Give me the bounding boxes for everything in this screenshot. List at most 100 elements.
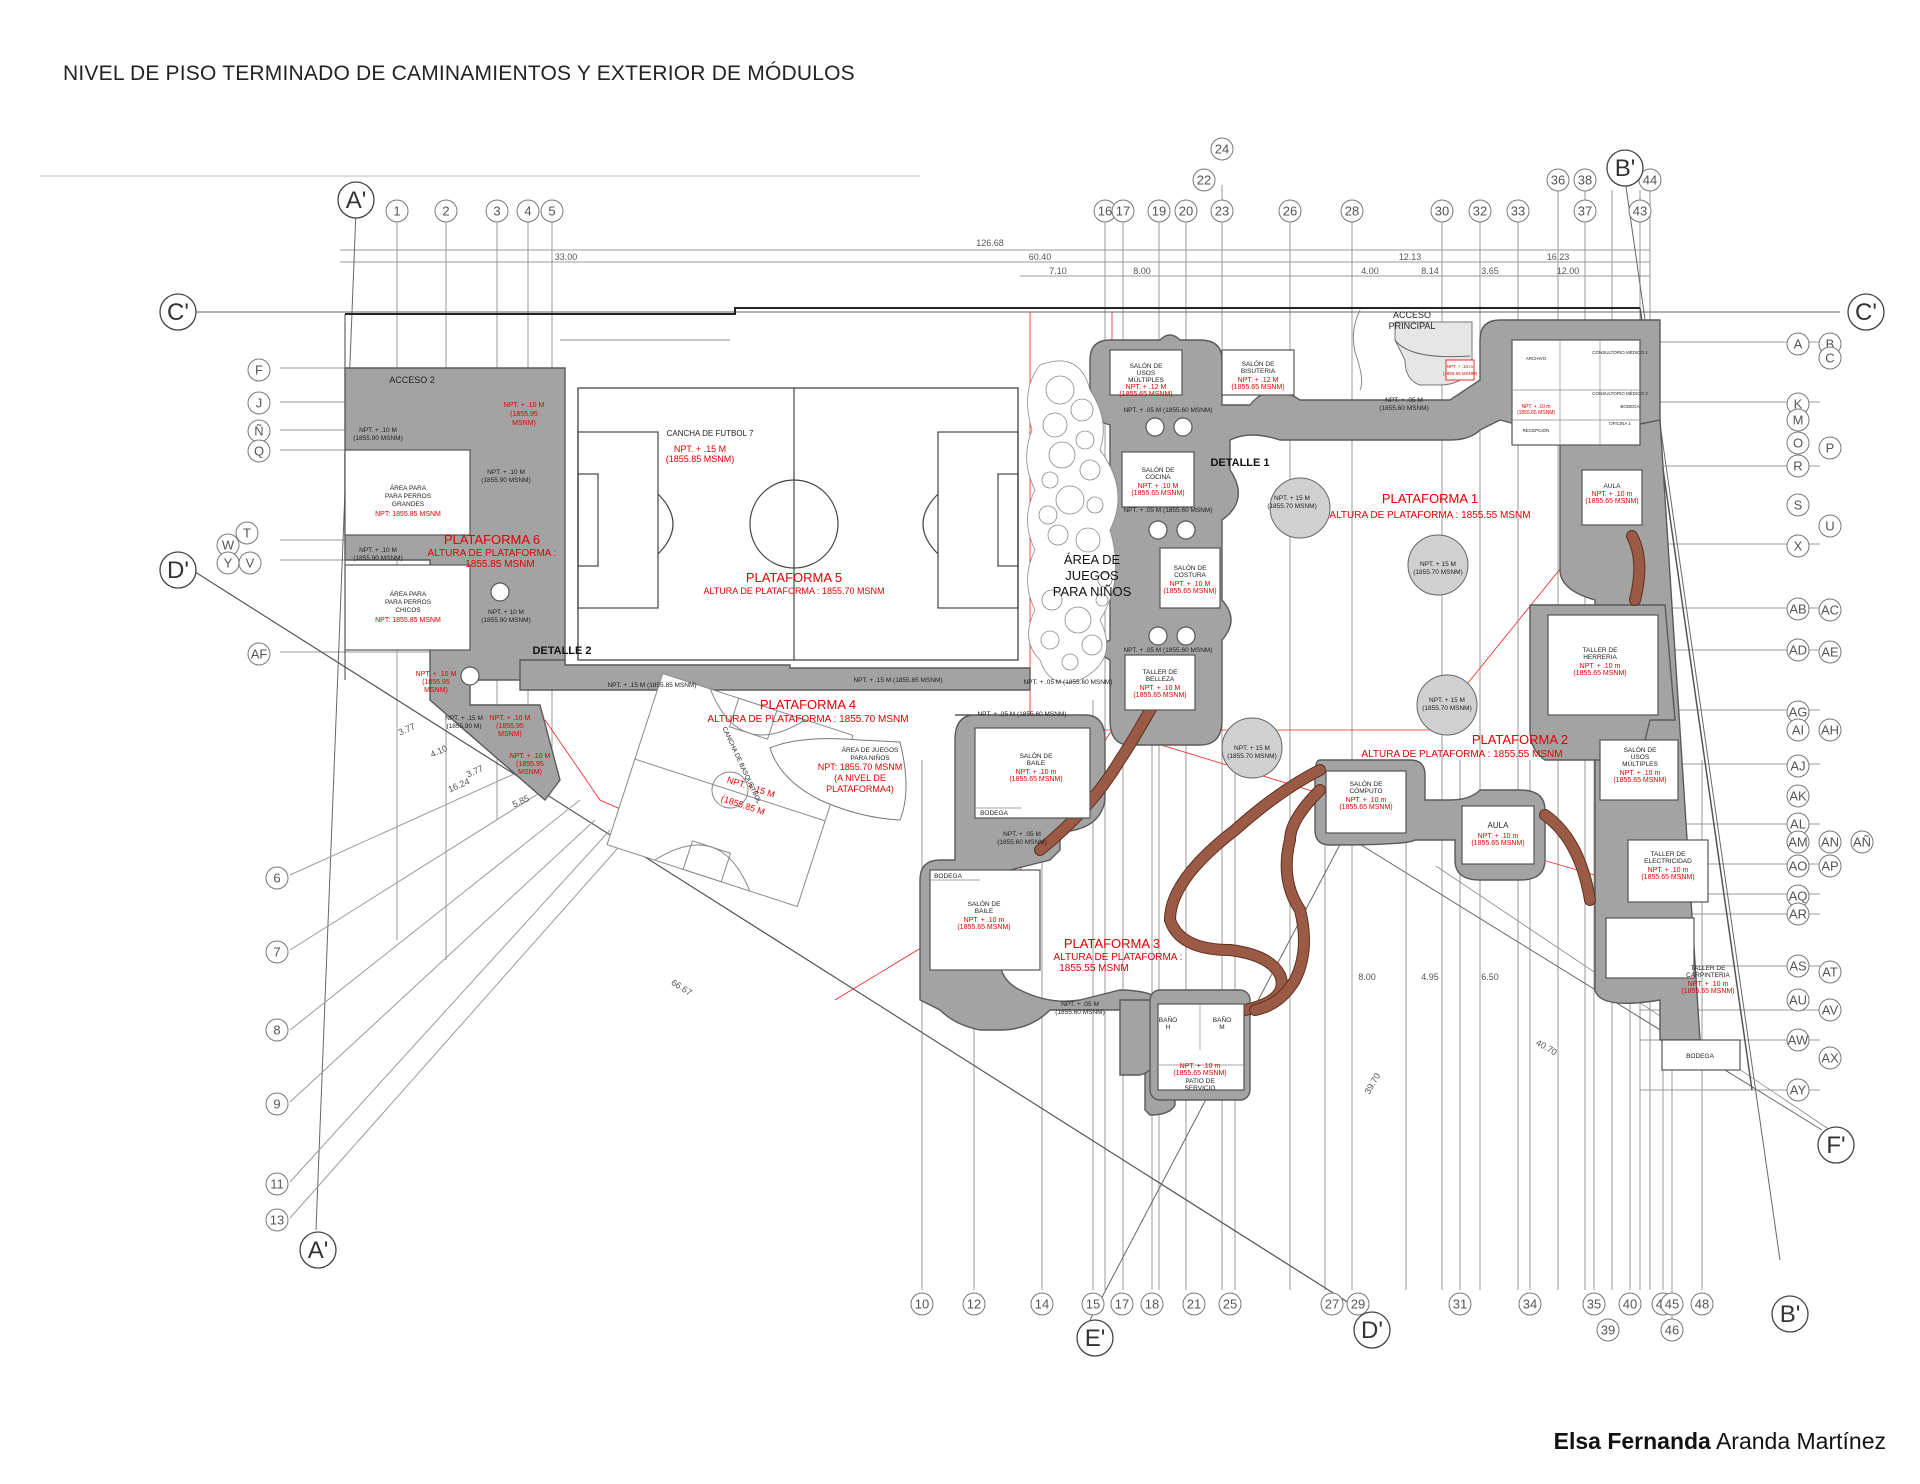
svg-text:PLATAFORMA4): PLATAFORMA4) bbox=[826, 784, 894, 794]
svg-text:SALÓN DE: SALÓN DE bbox=[1130, 361, 1164, 370]
grid-left-8-bubble bbox=[247, 642, 271, 666]
svg-text:NPT. + 10 M: NPT. + 10 M bbox=[488, 609, 524, 616]
grid-right-a-15-bubble bbox=[1786, 854, 1810, 878]
svg-text:NPT: 1855.85 MSNM: NPT: 1855.85 MSNM bbox=[375, 511, 441, 518]
svg-text:(1855.65 MSNM): (1855.65 MSNM) bbox=[957, 924, 1010, 931]
svg-text:USOS: USOS bbox=[1631, 754, 1650, 761]
svg-text:PRINCIPAL: PRINCIPAL bbox=[1389, 321, 1436, 331]
svg-text:SALÓN DE: SALÓN DE bbox=[1350, 779, 1384, 788]
svg-text:NPT. + .10 m: NPT. + .10 m bbox=[1620, 770, 1661, 777]
grid-top-21-label: 44 bbox=[1643, 173, 1657, 188]
brown-paths bbox=[1034, 530, 1646, 1016]
svg-text:8.00: 8.00 bbox=[1358, 972, 1376, 982]
grid-right-a-16-label: AQ bbox=[1789, 889, 1808, 904]
svg-text:(1855.95: (1855.95 bbox=[496, 723, 524, 730]
grid-right-b-1-bubble bbox=[1818, 346, 1842, 370]
section-d-left: D' bbox=[167, 557, 189, 584]
grid-top-18-bubble bbox=[1573, 199, 1597, 223]
grid-right-a-19-bubble bbox=[1786, 988, 1810, 1012]
grid-bottom-5-label: 18 bbox=[1145, 1297, 1159, 1312]
svg-text:ALTURA DE PLATAFORMA : 1855.55: ALTURA DE PLATAFORMA : 1855.55 MSNM bbox=[1361, 749, 1562, 760]
svg-text:MSNM): MSNM) bbox=[518, 769, 542, 776]
grid-right-a-2-bubble bbox=[1786, 408, 1810, 432]
svg-text:SALÓN DE: SALÓN DE bbox=[1174, 563, 1208, 572]
svg-text:NPT. + .05 M: NPT. + .05 M bbox=[1385, 397, 1423, 404]
grid-top-20-label: 43 bbox=[1633, 204, 1647, 219]
grid-right-a-11-label: AJ bbox=[1790, 759, 1805, 774]
grid-top-8-label: 20 bbox=[1179, 204, 1193, 219]
svg-text:(1855.70 MSNM): (1855.70 MSNM) bbox=[1227, 753, 1277, 760]
grid-diag-5-label: 13 bbox=[270, 1213, 284, 1228]
svg-text:126.68: 126.68 bbox=[976, 238, 1004, 248]
svg-text:SALÓN DE: SALÓN DE bbox=[1242, 359, 1276, 368]
grid-right-a-14-bubble bbox=[1786, 830, 1810, 854]
grid-right-a-2-label: M bbox=[1793, 413, 1804, 428]
room-banos bbox=[1157, 1003, 1245, 1091]
svg-text:PATIO DE: PATIO DE bbox=[1185, 1078, 1215, 1085]
basketball-court bbox=[606, 672, 854, 908]
grid-right-b-2-label: P bbox=[1826, 441, 1835, 456]
svg-text:NPT. + .10 m: NPT. + .10 m bbox=[1478, 833, 1519, 840]
grid-right-a-14-label: AM bbox=[1788, 835, 1808, 850]
svg-text:ALTURA DE PLATAFORMA :: ALTURA DE PLATAFORMA : bbox=[1054, 952, 1183, 963]
svg-text:BAÑO: BAÑO bbox=[1213, 1015, 1231, 1024]
grid-right-b-6-bubble bbox=[1818, 718, 1842, 742]
grid-right-b-5-bubble bbox=[1818, 640, 1842, 664]
grid-right-b-10-bubble bbox=[1818, 998, 1842, 1022]
grid-right-a-4-label: R bbox=[1793, 459, 1802, 474]
grid-right-a-9-label: AG bbox=[1789, 705, 1808, 720]
svg-text:NPT. + .05 M: NPT. + .05 M bbox=[1061, 1001, 1099, 1008]
grid-bottom-3-label: 15 bbox=[1086, 1297, 1100, 1312]
grid-diag-4-label: 11 bbox=[270, 1177, 284, 1192]
grid-right-b-6-label: AH bbox=[1821, 723, 1839, 738]
svg-text:40.70: 40.70 bbox=[1534, 1037, 1559, 1057]
svg-text:NPT. + .10 M: NPT. + .10 M bbox=[490, 715, 531, 722]
grid-top-5-label: 16 bbox=[1098, 204, 1112, 219]
planters bbox=[460, 417, 1478, 779]
grid-bottom-0-bubble bbox=[910, 1292, 934, 1316]
svg-text:DETALLE 2: DETALLE 2 bbox=[532, 645, 591, 657]
grid-diag-3-label: 9 bbox=[273, 1097, 280, 1112]
svg-text:(1855.60 MSNM): (1855.60 MSNM) bbox=[997, 839, 1047, 846]
grid-bottom-10-bubble bbox=[1448, 1292, 1472, 1316]
room-bisuteria bbox=[1221, 349, 1295, 396]
grid-bottom-13-label: 39 bbox=[1601, 1323, 1615, 1338]
svg-text:NPT. + .05 M (1855.60 MSNM): NPT. + .05 M (1855.60 MSNM) bbox=[1123, 507, 1212, 514]
grid-top-15-label: 32 bbox=[1473, 204, 1487, 219]
grid-top-20-bubble bbox=[1628, 199, 1652, 223]
svg-text:SALÓN DE: SALÓN DE bbox=[1624, 745, 1658, 754]
svg-text:TALLER DE: TALLER DE bbox=[1691, 965, 1727, 972]
grid-right-b-5-label: AE bbox=[1821, 645, 1839, 660]
svg-text:SALÓN DE: SALÓN DE bbox=[968, 899, 1002, 908]
svg-text:COCINA: COCINA bbox=[1145, 474, 1171, 481]
grid-top-14-label: 30 bbox=[1435, 204, 1449, 219]
svg-text:NPT. + .10 M: NPT. + .10 M bbox=[359, 547, 397, 554]
svg-text:NPT. + 15 M: NPT. + 15 M bbox=[1234, 745, 1270, 752]
grid-bottom-6-label: 21 bbox=[1187, 1297, 1201, 1312]
grid-diag-1-bubble bbox=[265, 940, 289, 964]
grid-right-b-3-label: U bbox=[1825, 519, 1834, 534]
grid-right-a-13-label: AL bbox=[1790, 817, 1806, 832]
grid-right-a-6-bubble bbox=[1786, 534, 1810, 558]
svg-text:NPT. + .10 M: NPT. + .10 M bbox=[1138, 483, 1179, 490]
platform-1-name: PLATAFORMA 1 bbox=[1382, 491, 1478, 506]
grid-right-a-10-bubble bbox=[1786, 718, 1810, 742]
grid-bottom-7-bubble bbox=[1218, 1292, 1242, 1316]
svg-text:ELECTRICIDAD: ELECTRICIDAD bbox=[1644, 858, 1692, 865]
module-rooms bbox=[929, 309, 1741, 1091]
grid-top-16-bubble bbox=[1506, 199, 1530, 223]
grid-right-b-2-bubble bbox=[1818, 436, 1842, 460]
room-baile-1 bbox=[974, 727, 1091, 819]
grid-diag-1-label: 7 bbox=[273, 945, 280, 960]
grid-right-a-17-label: AR bbox=[1789, 907, 1807, 922]
dog-area-large bbox=[344, 449, 471, 536]
grid-diag-3-bubble bbox=[265, 1092, 289, 1116]
svg-text:(1855.90 MSNM): (1855.90 MSNM) bbox=[481, 477, 531, 484]
svg-text:(1855.95: (1855.95 bbox=[510, 411, 538, 418]
grid-top-10-bubble bbox=[1210, 199, 1234, 223]
room-computo bbox=[1325, 770, 1407, 834]
svg-text:JUEGOS: JUEGOS bbox=[1065, 568, 1119, 583]
grid-bottom-14-bubble bbox=[1618, 1292, 1642, 1316]
svg-text:33.00: 33.00 bbox=[555, 252, 578, 262]
